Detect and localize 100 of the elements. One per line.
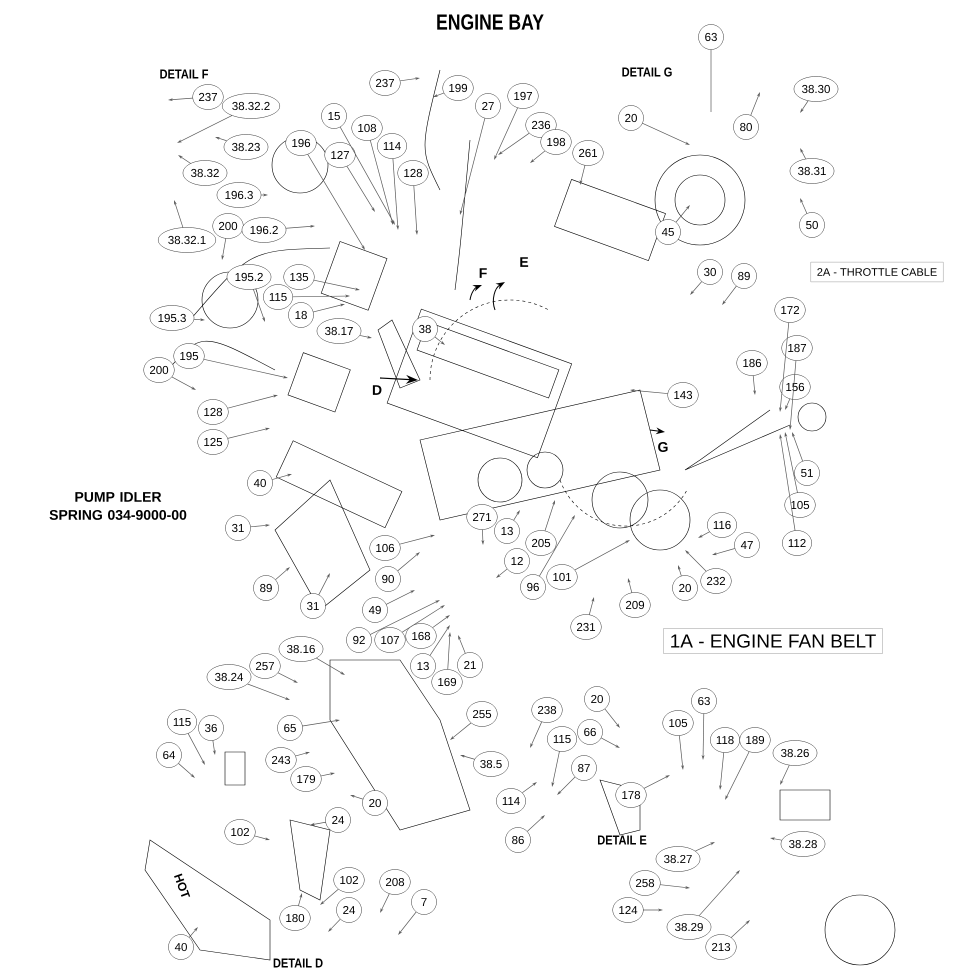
callout-number: 271 <box>466 504 498 530</box>
callout-number: 63 <box>698 24 724 50</box>
reference-box: 1A - ENGINE FAN BELT <box>664 628 882 654</box>
callout-number: 18 <box>288 302 314 328</box>
callout-number: 196.3 <box>216 182 262 208</box>
callout-number: 195 <box>174 343 204 369</box>
callout-number: 237 <box>192 84 224 110</box>
callout-number: 200 <box>144 357 174 383</box>
callout-number: 116 <box>707 512 737 538</box>
part-marking: HOT <box>174 873 190 897</box>
callout-number: 15 <box>321 103 347 129</box>
callout-number: 12 <box>504 548 530 574</box>
callout-number: 128 <box>198 399 228 425</box>
callout-number: 179 <box>290 766 322 792</box>
callout-number: 178 <box>616 782 646 808</box>
callout-number: 24 <box>336 897 362 923</box>
callout-number: 208 <box>380 869 410 895</box>
callout-number: 124 <box>612 897 644 923</box>
callout-number: 101 <box>546 564 578 590</box>
callout-number: 258 <box>630 870 660 896</box>
callout-number: 199 <box>442 75 474 101</box>
callout-number: 38.30 <box>794 76 838 102</box>
callout-number: 189 <box>740 727 770 753</box>
leader-line <box>710 49 712 112</box>
callout-number: 255 <box>466 701 498 727</box>
callout-number: 38.29 <box>666 914 712 940</box>
callout-number: 196.2 <box>242 217 286 243</box>
callout-number: 49 <box>362 597 388 623</box>
callout-number: 7 <box>411 889 437 915</box>
callout-number: 80 <box>733 114 759 140</box>
callout-number: 105 <box>784 492 816 518</box>
callout-number: 38 <box>412 316 438 342</box>
callout-number: 169 <box>432 669 462 695</box>
callout-number: 243 <box>266 747 296 773</box>
callout-number: 108 <box>352 115 382 141</box>
callout-number: 232 <box>700 568 732 594</box>
callout-number: 128 <box>398 160 428 186</box>
callout-number: 38.32 <box>182 160 228 186</box>
callout-number: 64 <box>156 742 182 768</box>
callout-number: 261 <box>572 140 604 166</box>
callout-number: 27 <box>475 93 501 119</box>
view-letter: F <box>480 268 487 278</box>
callout-number: 114 <box>377 133 407 159</box>
callout-number: 187 <box>782 335 812 361</box>
callout-number: 115 <box>547 726 577 752</box>
callout-number: 40 <box>247 470 273 496</box>
callout-number: 38.23 <box>224 134 268 160</box>
callout-number: 66 <box>577 719 603 745</box>
callout-number: 195.2 <box>226 264 272 290</box>
callout-number: 127 <box>324 142 356 168</box>
callout-number: 180 <box>280 905 310 931</box>
callout-number: 238 <box>532 697 562 723</box>
callout-number: 20 <box>584 686 610 712</box>
view-letter: D <box>372 385 382 395</box>
callout-number: 38.32.2 <box>222 93 280 119</box>
callout-number: 196 <box>286 130 316 156</box>
callout-number: 112 <box>782 530 812 556</box>
callout-number: 135 <box>284 264 314 290</box>
callout-number: 114 <box>496 788 526 814</box>
callout-number: 38.5 <box>473 751 509 777</box>
callout-number: 257 <box>250 653 280 679</box>
callout-number: 231 <box>570 614 602 640</box>
callout-number: 89 <box>253 575 279 601</box>
reference-box: 2A - THROTTLE CABLE <box>810 262 944 282</box>
callout-number: 38.24 <box>206 664 252 690</box>
callout-number: 47 <box>734 532 760 558</box>
detail-label: DETAIL D <box>274 958 323 968</box>
callout-number: 38.28 <box>780 831 826 857</box>
callout-number: 38.32.1 <box>158 227 216 253</box>
callout-number: 24 <box>325 807 351 833</box>
detail-label: DETAIL G <box>622 67 672 77</box>
callout-number: 30 <box>697 259 723 285</box>
callout-number: 105 <box>662 710 694 736</box>
callout-number: 96 <box>520 574 546 600</box>
callout-number: 89 <box>731 263 757 289</box>
callout-number: 168 <box>406 623 436 649</box>
callout-number: 20 <box>672 575 698 601</box>
callout-number: 156 <box>780 374 810 400</box>
callout-number: 118 <box>710 727 740 753</box>
callout-number: 45 <box>655 219 681 245</box>
callout-number: 38.27 <box>656 846 700 872</box>
callout-number: 86 <box>505 827 531 853</box>
callout-number: 40 <box>168 934 194 960</box>
callout-number: 237 <box>370 70 400 96</box>
callout-number: 213 <box>706 934 736 960</box>
view-letter: E <box>520 257 528 267</box>
detail-label: DETAIL F <box>160 70 208 78</box>
callout-number: 20 <box>618 105 644 131</box>
callout-number: 65 <box>277 715 303 741</box>
note: PUMP IDLER SPRING 034-9000-00 <box>50 492 186 520</box>
callout-number: 21 <box>457 652 483 678</box>
callout-number: 87 <box>571 755 597 781</box>
callout-number: 20 <box>362 790 388 816</box>
callout-number: 38.16 <box>278 636 324 662</box>
callout-number: 63 <box>691 688 717 714</box>
callout-number: 115 <box>263 284 293 310</box>
callout-number: 92 <box>346 627 372 653</box>
callout-number: 50 <box>799 212 825 238</box>
detail-label: DETAIL E <box>598 836 646 844</box>
callout-number: 107 <box>374 627 406 653</box>
